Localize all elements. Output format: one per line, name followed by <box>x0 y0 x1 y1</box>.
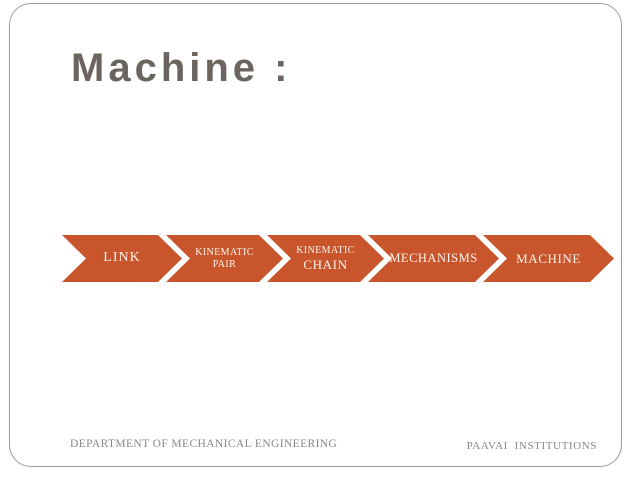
footer-department: DEPARTMENT OF MECHANICAL ENGINEERING <box>70 438 338 450</box>
process-flow-diagram: LINK KINEMATIC PAIR KINEMATIC CHAIN MECH… <box>62 235 614 282</box>
chevron-step-kinematic-chain: KINEMATIC CHAIN <box>267 235 384 282</box>
chevron-label: MACHINE <box>516 250 581 266</box>
footer-institution: PAAVAI INSTITUTIONS <box>466 440 597 452</box>
chevron-step-link: LINK <box>62 235 182 282</box>
chevron-label-line2: CHAIN <box>303 256 348 272</box>
chevron-step-mechanisms: MECHANISMS <box>368 235 499 282</box>
chevron-label-line1: KINEMATIC <box>195 246 254 258</box>
chevron-label-line1: KINEMATIC <box>296 244 355 256</box>
chevron-label-line2: PAIR <box>212 258 237 270</box>
slide-border <box>9 3 622 467</box>
page-title: Machine : <box>71 46 292 90</box>
chevron-step-kinematic-pair: KINEMATIC PAIR <box>166 235 283 282</box>
chevron-label: LINK <box>103 250 141 266</box>
chevron-step-machine: MACHINE <box>483 235 614 282</box>
chevron-label: MECHANISMS <box>389 251 478 265</box>
